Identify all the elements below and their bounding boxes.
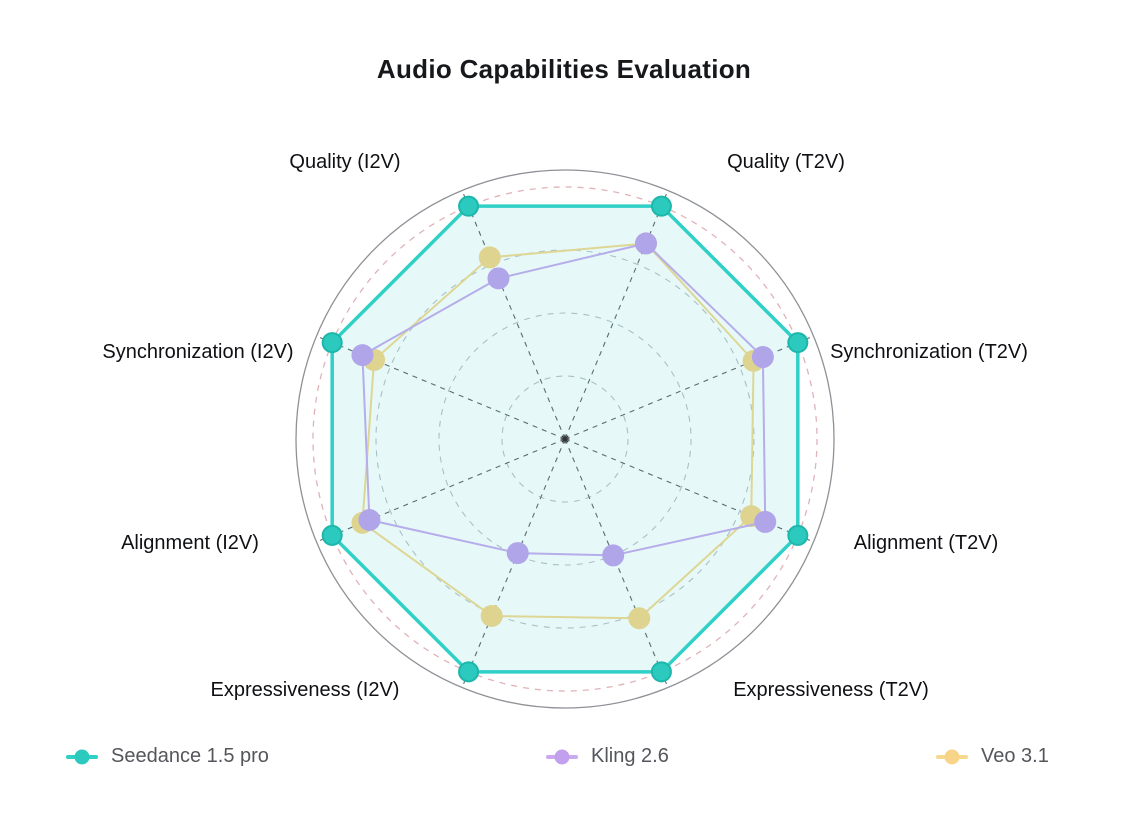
axis-spoke — [564, 190, 669, 440]
data-point — [650, 661, 672, 683]
outer-border-circle — [295, 169, 835, 709]
axis-label-quality-t2v: Quality (T2V) — [727, 151, 845, 173]
legend-label-seedance: Seedance 1.5 pro — [111, 745, 269, 767]
legend-item-veo[interactable]: Veo 3.1 — [936, 745, 1049, 768]
data-point — [487, 267, 510, 290]
data-point — [478, 246, 501, 269]
legend-swatch-veo — [936, 749, 968, 764]
data-point — [628, 607, 651, 630]
legend-swatch-seedance — [66, 749, 98, 764]
legend-label-veo: Veo 3.1 — [981, 745, 1049, 767]
data-point — [321, 524, 343, 546]
data-point — [754, 510, 777, 533]
center-marker — [561, 435, 569, 443]
grid-ring — [501, 375, 629, 503]
data-point — [351, 344, 374, 367]
grid-ring — [312, 186, 818, 692]
data-point — [635, 232, 658, 255]
legend-label-kling: Kling 2.6 — [591, 745, 669, 767]
data-point — [458, 661, 480, 683]
data-point — [602, 544, 625, 567]
legend-item-kling[interactable]: Kling 2.6 — [546, 745, 669, 768]
data-point — [458, 195, 480, 217]
axis-label-expressiveness-i2v: Expressiveness (I2V) — [210, 679, 400, 701]
axis-spoke — [461, 438, 566, 688]
legend-item-seedance[interactable]: Seedance 1.5 pro — [66, 745, 269, 768]
legend-swatch-kling — [546, 749, 578, 764]
data-point — [787, 524, 809, 546]
axis-label-expressiveness-t2v: Expressiveness (T2V) — [733, 679, 929, 701]
data-point — [787, 332, 809, 354]
data-point — [321, 332, 343, 354]
data-point — [358, 509, 381, 532]
axis-spoke — [461, 190, 566, 440]
axis-label-synchronization-t2v: Synchronization (T2V) — [830, 341, 1028, 363]
data-point — [480, 604, 503, 627]
data-point — [506, 542, 529, 565]
axis-label-quality-i2v: Quality (I2V) — [289, 151, 401, 173]
axis-label-alignment-t2v: Alignment (T2V) — [853, 532, 999, 554]
grid-ring — [438, 312, 692, 566]
data-point — [650, 195, 672, 217]
axis-label-alignment-i2v: Alignment (I2V) — [121, 532, 259, 554]
data-point — [751, 346, 774, 369]
chart-title: Audio Capabilities Evaluation — [376, 54, 752, 84]
axis-label-synchronization-i2v: Synchronization (I2V) — [102, 341, 294, 363]
